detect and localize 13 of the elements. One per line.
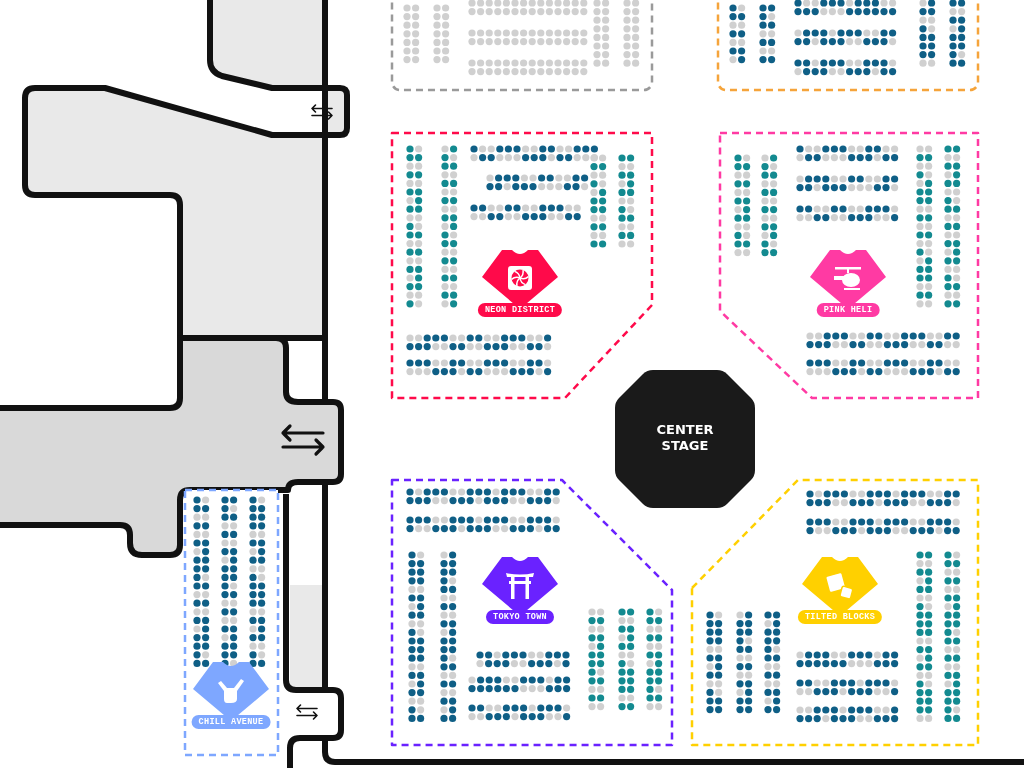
- seating-zone: [392, 480, 672, 745]
- zone-name-tag: CHILL AVENUE: [191, 715, 271, 729]
- seating-zone: [185, 490, 278, 755]
- seating-zone: [392, 0, 652, 90]
- seating-zone: [692, 480, 978, 745]
- zone-name-tag: TILTED BLOCKS: [797, 610, 883, 624]
- seating-zone: [718, 0, 978, 90]
- zone-name-tag: NEON DISTRICT: [477, 303, 563, 317]
- seating-zone: [392, 133, 652, 398]
- zone-name-tag: PINK HELI: [816, 303, 880, 317]
- seating-zone: [720, 133, 978, 398]
- zone-name-tag: TOKYO TOWN: [486, 610, 554, 624]
- stage-label: CENTER STAGE: [655, 422, 715, 454]
